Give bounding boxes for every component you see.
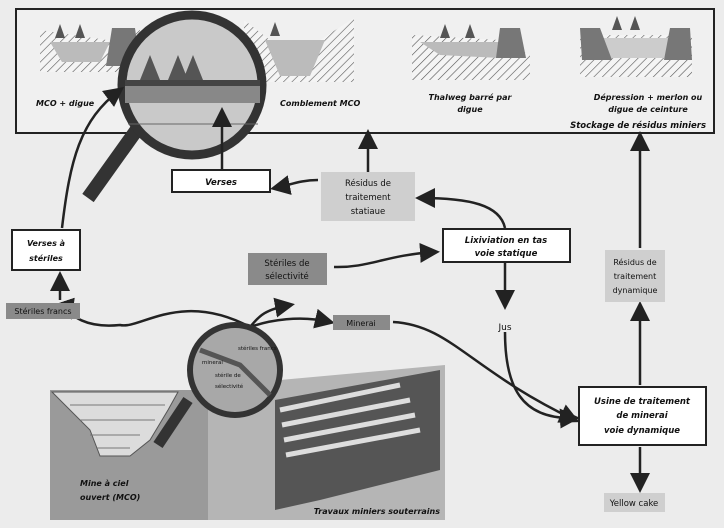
small-magnifier-icon: stériles francs minerai stérile de sélec… (153, 322, 283, 449)
storage-option-label: Comblement MCO (280, 99, 360, 108)
depression-pictogram (580, 16, 692, 77)
open-pit-label: ouvert (MCO) (80, 493, 140, 502)
storage-option-label: MCO + digue (36, 99, 95, 108)
node-label: stériles (29, 253, 63, 263)
comblement-pictogram (244, 18, 354, 82)
lens-label: stérile de (215, 372, 241, 379)
node-residus-dynamique: Résidus de traitement dynamique (605, 250, 665, 302)
node-label: dynamique (613, 286, 658, 295)
lens-label: stériles francs (238, 345, 277, 352)
open-pit-label: Mine à ciel (80, 479, 129, 488)
storage-panel: MCO + digue Comblement MCO Thalweg barré… (15, 8, 715, 134)
node-label: Stériles de (264, 258, 309, 269)
node-minerai: Minerai (333, 315, 390, 330)
storage-option-label: Thalweg barré par (429, 92, 513, 102)
node-label: Lixiviation en tas (465, 236, 547, 246)
node-label: Stériles francs (14, 306, 71, 316)
storage-option-label: digue de ceinture (608, 105, 688, 114)
node-lixiviation: Lixiviation en tas voie statique (442, 228, 571, 263)
node-label: statiaue (351, 207, 386, 217)
node-label: voie dynamique (604, 426, 680, 436)
node-steriles-selectivite: Stériles de sélectivité (248, 253, 327, 285)
node-label: de minerai (616, 411, 668, 421)
node-residus-statique: Résidus de traitement statiaue (321, 172, 415, 221)
underground-label: Travaux miniers souterrains (314, 507, 441, 516)
storage-title: Stockage de résidus miniers (570, 120, 706, 131)
node-label: Usine de traitement (594, 397, 691, 407)
node-label: Résidus de (345, 178, 391, 189)
lens-label: minerai (202, 360, 223, 366)
storage-option-label: Dépression + merlon ou (594, 92, 703, 102)
node-label: sélectivité (265, 271, 309, 282)
lens-label: sélectivité (215, 383, 244, 390)
node-label: Résidus de (613, 257, 656, 267)
node-label: Yellow cake (609, 499, 659, 509)
node-verses: Verses (171, 169, 271, 193)
node-label: Verses (205, 178, 237, 188)
node-label: Verses à (27, 239, 65, 248)
storage-option-label: digue (457, 105, 483, 114)
node-label: traitement (614, 272, 657, 281)
node-steriles-francs: Stériles francs (6, 303, 80, 319)
node-yellow-cake: Yellow cake (604, 493, 665, 512)
node-jus: Jus (497, 323, 511, 333)
node-usine: Usine de traitement de minerai voie dyna… (578, 386, 707, 446)
node-label: voie statique (475, 249, 538, 259)
thalweg-pictogram (412, 24, 530, 80)
node-label: traitement (345, 193, 391, 203)
node-label: Minerai (346, 319, 376, 328)
node-verses-steriles: Verses à stériles (11, 229, 81, 271)
